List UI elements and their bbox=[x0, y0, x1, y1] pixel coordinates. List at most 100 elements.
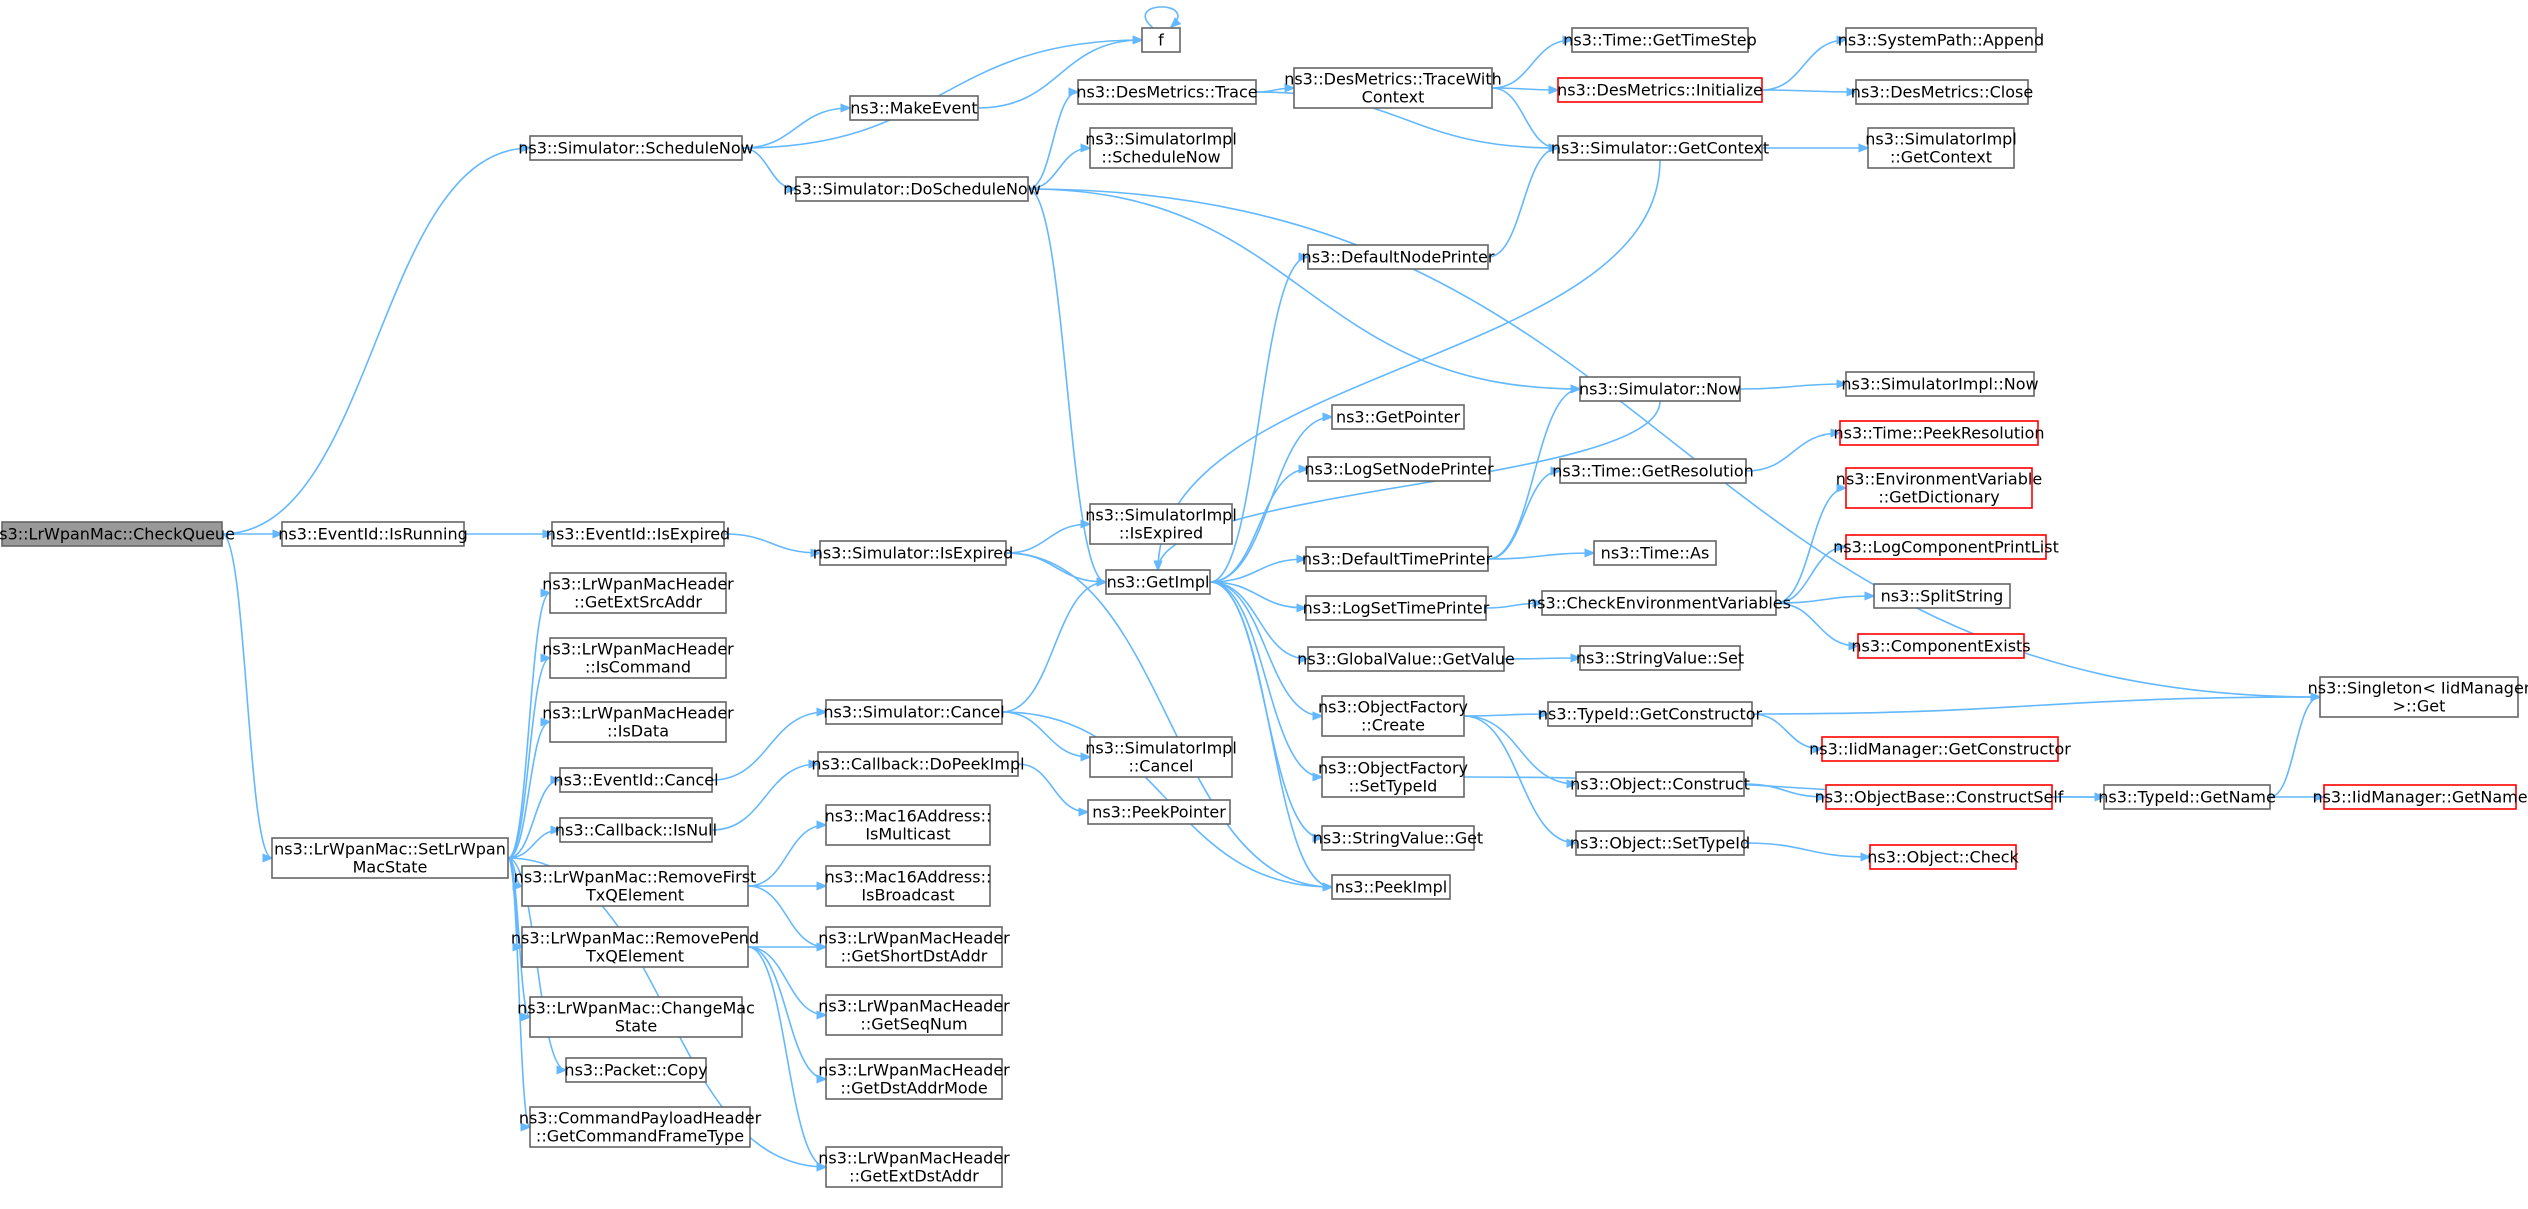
function-node-impl_now[interactable]: ns3::SimulatorImpl::Now bbox=[1841, 371, 2039, 397]
function-node-checkqueue[interactable]: ns3::LrWpanMac::CheckQueue bbox=[0, 521, 235, 547]
node-label-line: ns3::Mac16Address:: bbox=[825, 868, 992, 887]
call-edge-setlrwpanmacstate-to-eventid_cancel bbox=[507, 780, 560, 859]
function-node-doschedulenow[interactable]: ns3::Simulator::DoScheduleNow bbox=[783, 176, 1041, 202]
function-node-impl_isexpired[interactable]: ns3::SimulatorImpl::IsExpired bbox=[1085, 503, 1237, 545]
node-label-line: ns3::Mac16Address:: bbox=[825, 807, 992, 826]
node-label-line: ::ScheduleNow bbox=[1101, 148, 1220, 167]
function-node-desmetrics_close[interactable]: ns3::DesMetrics::Close bbox=[1851, 79, 2033, 105]
function-node-objfactory_create[interactable]: ns3::ObjectFactory::Create bbox=[1318, 695, 1468, 737]
node-label-line: ns3::ObjectFactory bbox=[1318, 698, 1468, 717]
function-node-hdr_isdata[interactable]: ns3::LrWpanMacHeader::IsData bbox=[542, 701, 734, 743]
function-node-cmdpayload_getcmdframetype[interactable]: ns3::CommandPayloadHeader::GetCommandFra… bbox=[519, 1106, 762, 1148]
function-node-f[interactable]: f bbox=[1141, 27, 1181, 53]
function-node-objectbase_constructself[interactable]: ns3::ObjectBase::ConstructSelf bbox=[1815, 784, 2064, 810]
function-node-splitstring[interactable]: ns3::SplitString bbox=[1873, 583, 2011, 609]
function-node-time_getresolution[interactable]: ns3::Time::GetResolution bbox=[1552, 458, 1754, 484]
function-node-time_gettimestep[interactable]: ns3::Time::GetTimeStep bbox=[1563, 27, 1757, 53]
call-edge-sim_getcontext-to-getimpl bbox=[1158, 159, 1661, 570]
function-node-hdr_getshortdstaddr[interactable]: ns3::LrWpanMacHeader::GetShortDstAddr bbox=[818, 926, 1010, 968]
node-label-line: ns3::SimulatorImpl bbox=[1085, 739, 1237, 758]
function-node-getpointer[interactable]: ns3::GetPointer bbox=[1331, 404, 1465, 430]
node-label-line: ns3::ObjectBase::ConstructSelf bbox=[1815, 788, 2064, 807]
function-node-time_peekresolution[interactable]: ns3::Time::PeekResolution bbox=[1833, 420, 2045, 446]
function-node-componentexists[interactable]: ns3::ComponentExists bbox=[1851, 633, 2031, 659]
function-node-impl_schedulenow[interactable]: ns3::SimulatorImpl::ScheduleNow bbox=[1085, 127, 1237, 169]
node-label-line: ns3::EnvironmentVariable bbox=[1836, 470, 2042, 489]
function-node-systempath_append[interactable]: ns3::SystemPath::Append bbox=[1838, 27, 2044, 53]
node-box bbox=[1089, 736, 1233, 778]
function-node-hdr_iscommand[interactable]: ns3::LrWpanMacHeader::IsCommand bbox=[542, 637, 734, 679]
function-node-logcomponentprintlist[interactable]: ns3::LogComponentPrintList bbox=[1833, 534, 2059, 560]
call-edge-checkenv-to-splitstring bbox=[1775, 596, 1874, 604]
node-label-line: ns3::LrWpanMacHeader bbox=[542, 704, 734, 723]
call-edge-checkenv-to-env_getdictionary bbox=[1775, 488, 1846, 604]
function-node-sim_now[interactable]: ns3::Simulator::Now bbox=[1579, 376, 1741, 402]
node-box bbox=[2323, 784, 2517, 810]
function-node-object_check[interactable]: ns3::Object::Check bbox=[1867, 844, 2020, 870]
function-node-iid_getconstructor[interactable]: ns3::IidManager::GetConstructor bbox=[1809, 736, 2071, 762]
function-node-logsettimeprinter[interactable]: ns3::LogSetTimePrinter bbox=[1303, 595, 1490, 621]
function-node-checkenv[interactable]: ns3::CheckEnvironmentVariables bbox=[1527, 590, 1791, 616]
function-node-packet_copy[interactable]: ns3::Packet::Copy bbox=[564, 1057, 708, 1083]
node-box bbox=[817, 751, 1019, 777]
function-node-sim_isexpired[interactable]: ns3::Simulator::IsExpired bbox=[813, 540, 1014, 566]
call-edge-callback_isnull-to-callback_dopeekimpl bbox=[711, 764, 818, 831]
function-node-defaultnodeprinter[interactable]: ns3::DefaultNodePrinter bbox=[1302, 244, 1495, 270]
node-label-line: ns3::SimulatorImpl bbox=[1085, 506, 1237, 525]
function-node-logsetnodeprinter[interactable]: ns3::LogSetNodePrinter bbox=[1304, 456, 1494, 482]
function-node-mac16_isbroadcast[interactable]: ns3::Mac16Address::IsBroadcast bbox=[825, 865, 992, 907]
function-node-object_construct[interactable]: ns3::Object::Construct bbox=[1570, 771, 1750, 797]
function-node-objfactory_settypeid[interactable]: ns3::ObjectFactory::SetTypeId bbox=[1318, 756, 1468, 798]
function-node-eventid_cancel[interactable]: ns3::EventId::Cancel bbox=[553, 767, 719, 793]
node-box bbox=[1873, 583, 2011, 609]
function-node-defaulttimeprinter[interactable]: ns3::DefaultTimePrinter bbox=[1302, 546, 1493, 572]
node-box bbox=[1305, 595, 1487, 621]
function-node-desmetrics_trace[interactable]: ns3::DesMetrics::Trace bbox=[1076, 79, 1258, 105]
function-node-time_as[interactable]: ns3::Time::As bbox=[1593, 540, 1717, 566]
call-edge-typeid_getconstructor-to-iid_getconstructor bbox=[1751, 713, 1822, 749]
function-node-peekimpl[interactable]: ns3::PeekImpl bbox=[1331, 874, 1451, 900]
function-node-sim_getcontext[interactable]: ns3::Simulator::GetContext bbox=[1551, 135, 1769, 161]
function-node-desmetrics_init[interactable]: ns3::DesMetrics::Initialize bbox=[1557, 77, 1763, 103]
node-box bbox=[1331, 404, 1465, 430]
function-node-typeid_getconstructor[interactable]: ns3::TypeId::GetConstructor bbox=[1538, 701, 1763, 727]
function-node-object_settypeid[interactable]: ns3::Object::SetTypeId bbox=[1570, 830, 1750, 856]
function-node-hdr_getextdstaddr[interactable]: ns3::LrWpanMacHeader::GetExtDstAddr bbox=[818, 1146, 1010, 1188]
node-box bbox=[1557, 77, 1763, 103]
function-node-getimpl[interactable]: ns3::GetImpl bbox=[1105, 569, 1211, 595]
function-node-impl_cancel[interactable]: ns3::SimulatorImpl::Cancel bbox=[1085, 736, 1237, 778]
call-edge-checkenv-to-componentexists bbox=[1775, 602, 1858, 646]
function-node-singleton_get[interactable]: ns3::Singleton< IidManager>::Get bbox=[2308, 676, 2528, 718]
function-node-callback_dopeekimpl[interactable]: ns3::Callback::DoPeekImpl bbox=[811, 751, 1025, 777]
function-node-mac16_ismulticast[interactable]: ns3::Mac16Address::IsMulticast bbox=[825, 804, 992, 846]
function-node-globalvalue_getvalue[interactable]: ns3::GlobalValue::GetValue bbox=[1297, 646, 1515, 672]
node-label-line: ns3::DesMetrics::Close bbox=[1851, 83, 2033, 102]
call-edge-typeid_getconstructor-to-singleton_get bbox=[1751, 697, 2320, 715]
function-node-callback_isnull[interactable]: ns3::Callback::IsNull bbox=[555, 817, 717, 843]
function-node-impl_getcontext[interactable]: ns3::SimulatorImpl::GetContext bbox=[1865, 127, 2017, 169]
function-node-iid_getname[interactable]: ns3::IidManager::GetName bbox=[2312, 784, 2528, 810]
function-node-hdr_getseqnum[interactable]: ns3::LrWpanMacHeader::GetSeqNum bbox=[818, 994, 1010, 1036]
function-node-schedulenow[interactable]: ns3::Simulator::ScheduleNow bbox=[518, 135, 754, 161]
function-node-stringvalue_get[interactable]: ns3::StringValue::Get bbox=[1313, 825, 1483, 851]
function-node-env_getdictionary[interactable]: ns3::EnvironmentVariable::GetDictionary bbox=[1836, 467, 2042, 509]
function-node-sim_cancel[interactable]: ns3::Simulator::Cancel bbox=[823, 699, 1005, 725]
function-node-peekpointer[interactable]: ns3::PeekPointer bbox=[1087, 799, 1231, 825]
function-node-hdr_getdstaddrmode[interactable]: ns3::LrWpanMacHeader::GetDstAddrMode bbox=[818, 1058, 1010, 1100]
node-label-line: ns3::Simulator::ScheduleNow bbox=[518, 139, 754, 158]
node-box bbox=[1331, 874, 1451, 900]
function-node-isexpired_ev[interactable]: ns3::EventId::IsExpired bbox=[546, 521, 730, 547]
function-node-typeid_getname[interactable]: ns3::TypeId::GetName bbox=[2098, 784, 2276, 810]
node-label-line: ns3::Simulator::Now bbox=[1579, 380, 1741, 399]
function-node-makeevent[interactable]: ns3::MakeEvent bbox=[849, 95, 979, 121]
node-box bbox=[1839, 420, 2039, 446]
function-node-stringvalue_set[interactable]: ns3::StringValue::Set bbox=[1576, 645, 1744, 671]
call-edge-checkqueue-to-schedulenow bbox=[221, 148, 530, 535]
function-node-isrunning[interactable]: ns3::EventId::IsRunning bbox=[278, 521, 468, 547]
function-node-hdr_getextsrcaddr[interactable]: ns3::LrWpanMacHeader::GetExtSrcAddr bbox=[542, 572, 734, 614]
